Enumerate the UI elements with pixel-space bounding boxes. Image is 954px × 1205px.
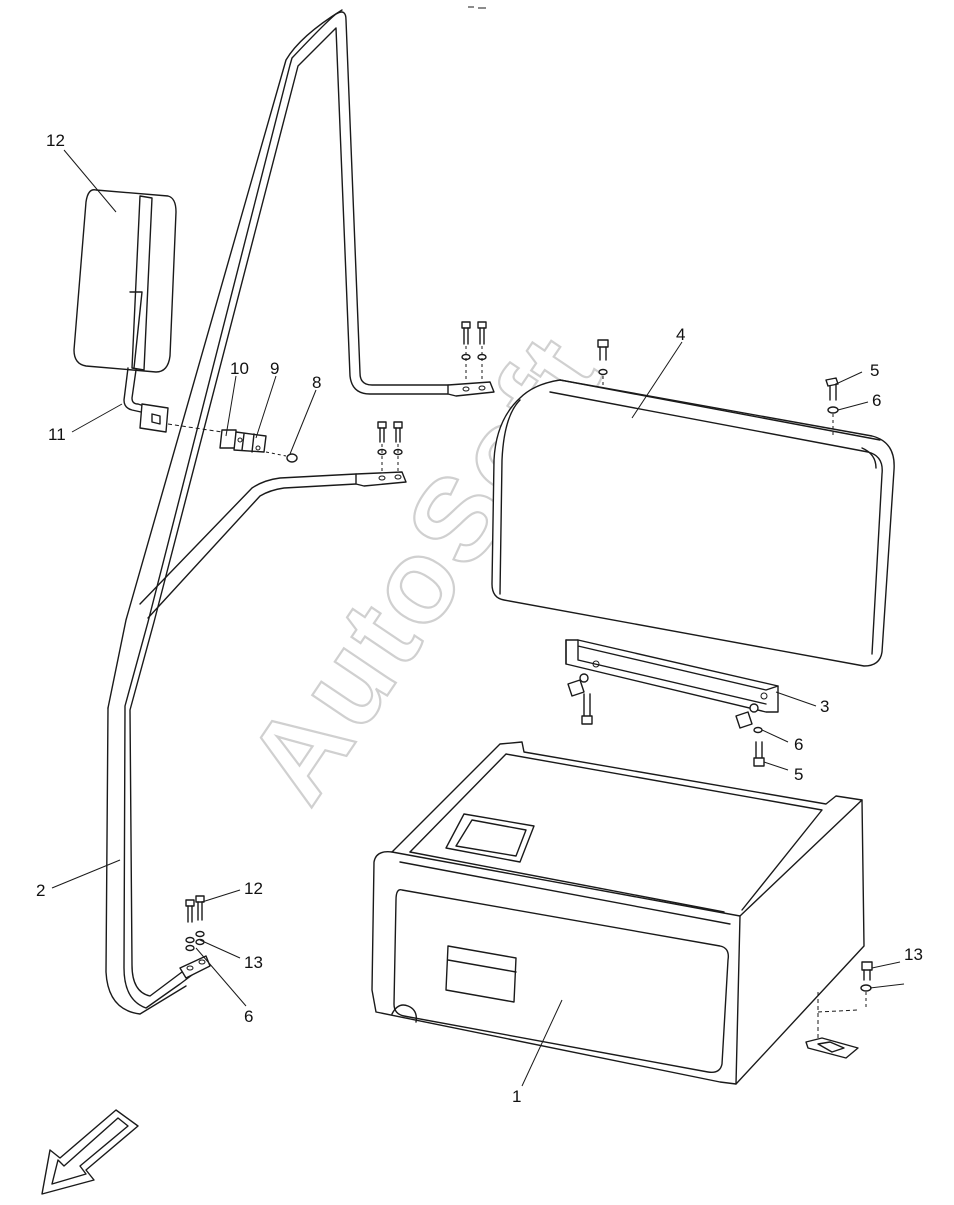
cover-panel: [491, 379, 895, 667]
mirror-head: [73, 189, 177, 415]
label-8: 9: [270, 359, 279, 378]
mirror-clamp: [139, 403, 169, 433]
direction-arrow: [41, 1109, 139, 1195]
label-4: 4: [676, 325, 685, 344]
label-11: 12: [46, 131, 65, 150]
label-7: 8: [312, 373, 321, 392]
clamp-block: [219, 429, 267, 453]
mirror-support-frame: [105, 9, 495, 1015]
label-2: 2: [36, 881, 45, 900]
label-9: 10: [230, 359, 249, 378]
base-box: [371, 741, 865, 1085]
label-5b: 5: [794, 765, 803, 784]
leader-lines: [51, 149, 905, 1087]
label-10: 11: [48, 425, 66, 444]
cover-bolts: [597, 339, 839, 436]
callout-labels: 12 11 10 9 8 4 5 6 3 6 5 2 12 13 6 1 13: [36, 131, 923, 1106]
clamp-bolt: [286, 453, 298, 463]
label-1: 1: [512, 1087, 521, 1106]
foot-plate: [805, 961, 873, 1059]
bracket-rail: [565, 639, 779, 713]
label-12a: 12: [244, 879, 263, 898]
label-12b: 13: [904, 945, 923, 964]
label-3: 3: [820, 697, 829, 716]
label-6c: 6: [244, 1007, 253, 1026]
label-13a: 13: [244, 953, 263, 972]
label-6b: 6: [794, 735, 803, 754]
label-6a: 6: [872, 391, 881, 410]
top-mark: [468, 6, 486, 9]
bracket-bolts: [567, 673, 765, 767]
label-5a: 5: [870, 361, 879, 380]
